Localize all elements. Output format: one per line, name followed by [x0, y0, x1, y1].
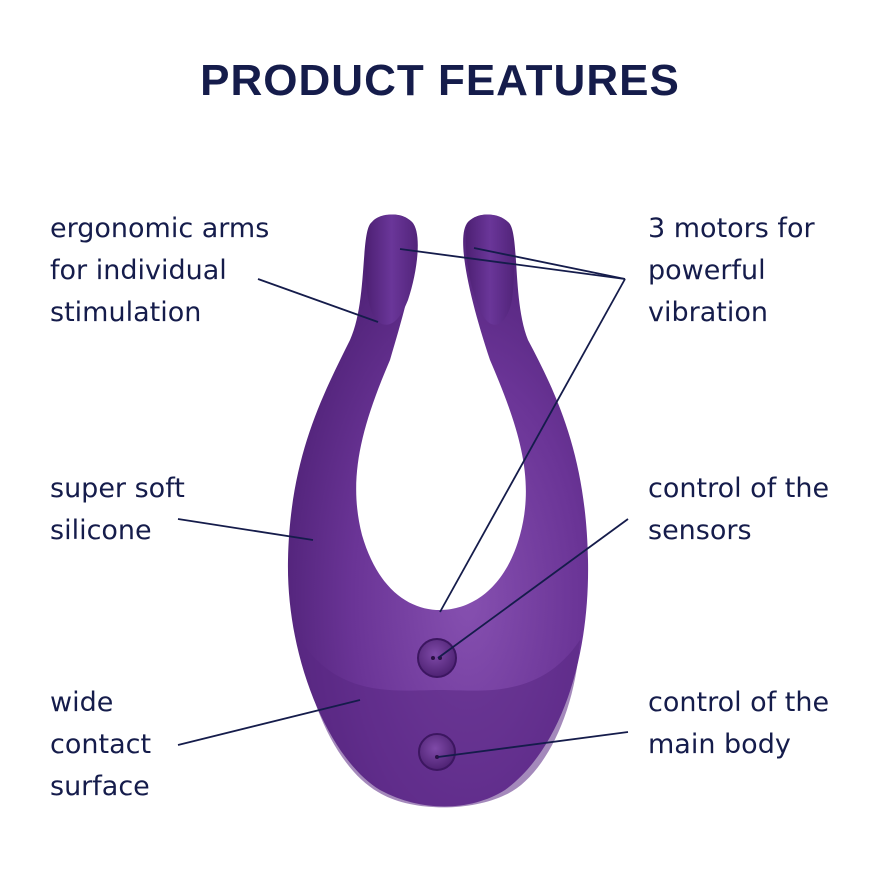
feature-soft-silicone: super soft silicone	[50, 473, 185, 546]
contact-surface	[300, 640, 580, 808]
right-arm	[466, 214, 515, 325]
page-title: PRODUCT FEATURES	[200, 56, 680, 105]
product-body	[287, 214, 589, 807]
feature-sensor-control: control of the sensors	[648, 473, 830, 546]
feature-main-body-control: control of the main body	[648, 687, 830, 760]
feature-contact-surface: wide contact surface	[50, 687, 152, 802]
feature-ergonomic-arms: ergonomic arms for individual stimulatio…	[50, 213, 270, 328]
feature-motors: 3 motors for powerful vibration	[648, 213, 815, 328]
sensor-control-button	[417, 638, 457, 678]
leader-lines	[177, 247, 629, 758]
main-body-control-button	[418, 733, 456, 771]
left-arm	[365, 214, 418, 325]
